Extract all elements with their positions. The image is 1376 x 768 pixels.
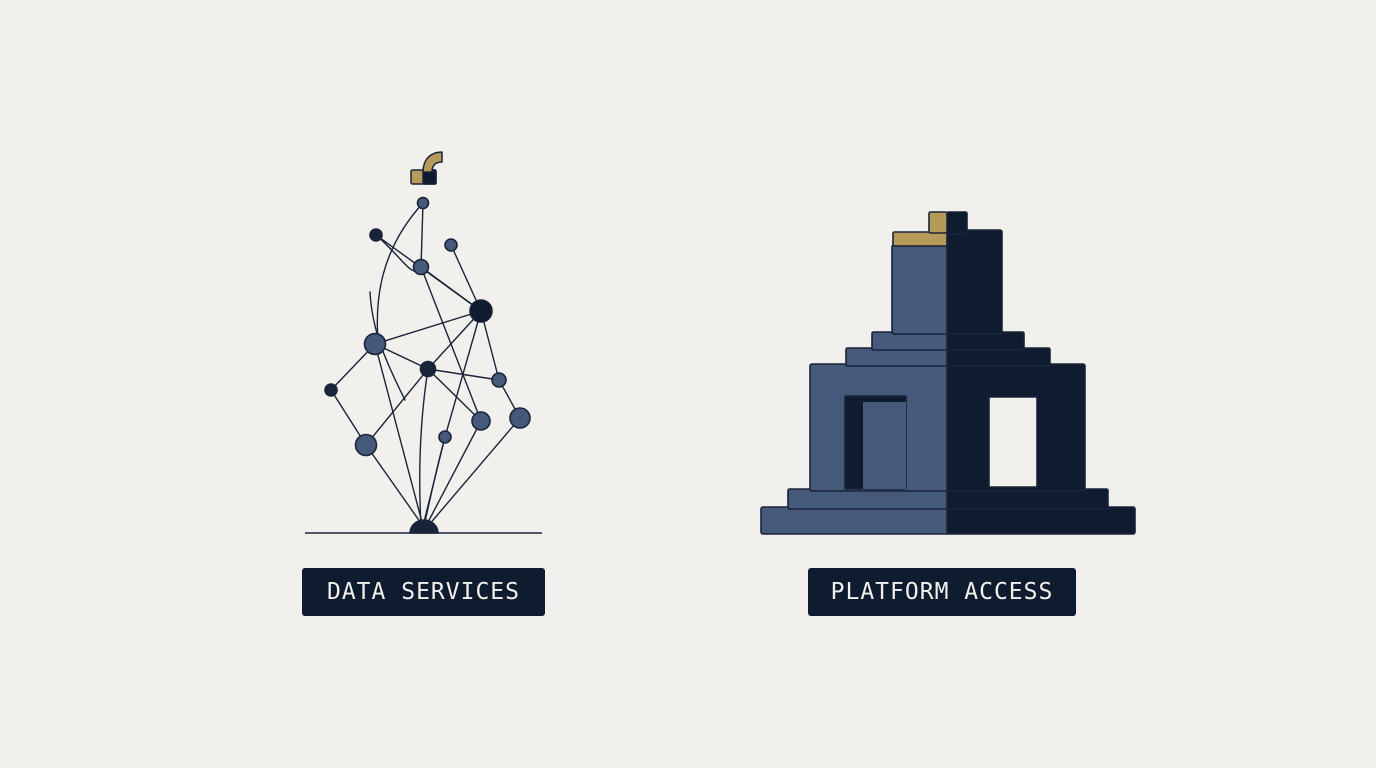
window-right bbox=[988, 396, 1038, 488]
network-node bbox=[416, 196, 430, 210]
network-node bbox=[419, 360, 437, 378]
network-node bbox=[438, 430, 452, 444]
network-tree-icon bbox=[305, 151, 542, 534]
network-node bbox=[509, 407, 531, 429]
network-nodes bbox=[324, 196, 531, 457]
platform-access-label: PLATFORM ACCESS bbox=[808, 568, 1076, 616]
network-node bbox=[363, 332, 387, 356]
network-node bbox=[324, 383, 338, 397]
network-node bbox=[412, 258, 430, 276]
network-node bbox=[369, 228, 383, 242]
network-node bbox=[354, 433, 378, 457]
stepped-building-icon bbox=[760, 211, 1136, 535]
network-root bbox=[409, 519, 439, 534]
gold-block-icon bbox=[892, 231, 948, 247]
data-services-label: DATA SERVICES bbox=[302, 568, 545, 616]
network-node bbox=[444, 238, 458, 252]
network-node bbox=[491, 372, 507, 388]
gold-block-icon bbox=[410, 151, 443, 185]
gold-block-icon bbox=[928, 211, 948, 234]
network-node bbox=[471, 411, 491, 431]
network-node bbox=[469, 299, 493, 323]
